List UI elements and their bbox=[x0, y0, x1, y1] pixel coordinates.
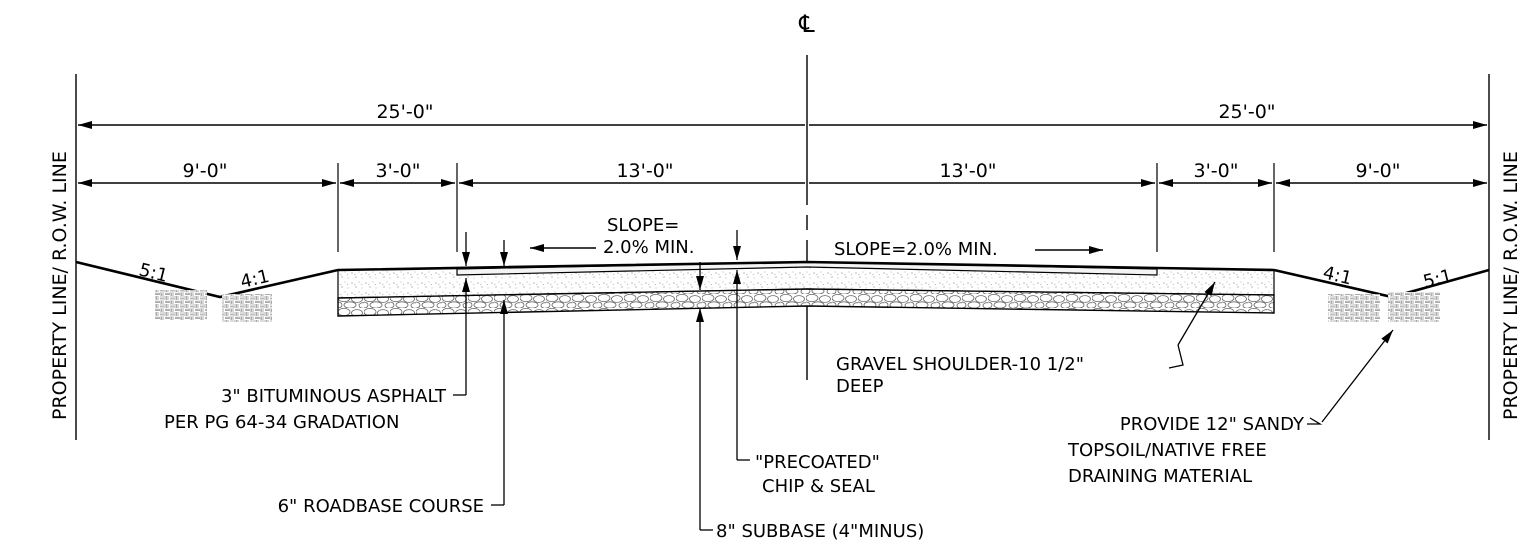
right-ditch-soil-hatch bbox=[1328, 292, 1440, 322]
dimension-total-right: 25'-0" bbox=[1218, 101, 1275, 123]
callout-topsoil-line3: DRAINING MATERIAL bbox=[1068, 466, 1252, 487]
left-ditch-soil-hatch bbox=[155, 290, 272, 322]
slope-label-right: SLOPE=2.0% MIN. bbox=[834, 239, 998, 260]
callout-chip-line2: CHIP & SEAL bbox=[762, 476, 875, 497]
slope-ratio-left-inner: 4:1 bbox=[238, 266, 271, 293]
callout-asphalt-line2: PER PG 64-34 GRADATION bbox=[164, 412, 399, 433]
right-ditch-profile bbox=[1273, 268, 1490, 299]
subbase-layer bbox=[337, 288, 1275, 317]
callout-chip-line1: "PRECOATED" bbox=[755, 452, 880, 473]
slope-label-left-line1: SLOPE= bbox=[607, 215, 679, 236]
left-property-line-label: PROPERTY LINE/ R.O.W. LINE bbox=[49, 151, 71, 420]
callout-roadbase: 6" ROADBASE COURSE bbox=[278, 496, 484, 517]
dimension-ditch-left: 9'-0" bbox=[183, 160, 228, 182]
slope-ratio-right-outer: 5:1 bbox=[1421, 265, 1454, 292]
callout-asphalt-line1: 3" BITUMINOUS ASPHALT bbox=[221, 386, 447, 407]
dimension-total-left: 25'-0" bbox=[376, 101, 433, 123]
dimension-shoulder-left: 3'-0" bbox=[376, 160, 421, 182]
dimension-shoulder-right: 3'-0" bbox=[1194, 160, 1239, 182]
dimension-lane-right: 13'-0" bbox=[939, 160, 996, 182]
slope-ratio-left-outer: 5:1 bbox=[137, 259, 170, 286]
callout-gravel-line1: GRAVEL SHOULDER-10 1/2" bbox=[836, 354, 1084, 375]
dimension-extension-lines bbox=[337, 163, 1275, 252]
dimension-ditch-right: 9'-0" bbox=[1356, 160, 1401, 182]
slope-label-left-line2: 2.0% MIN. bbox=[603, 237, 694, 258]
callout-topsoil-line1: PROVIDE 12" SANDY bbox=[1120, 414, 1305, 435]
slope-ratio-right-inner: 4:1 bbox=[1321, 262, 1354, 289]
right-property-line-label: PROPERTY LINE/ R.O.W. LINE bbox=[1500, 151, 1522, 420]
callout-gravel-line2: DEEP bbox=[836, 376, 884, 397]
callout-topsoil-line2: TOPSOIL/NATIVE FREE bbox=[1067, 440, 1267, 461]
dimension-lane-left: 13'-0" bbox=[616, 160, 673, 182]
centerline-symbol: ℄ bbox=[798, 10, 815, 38]
finished-grade-line bbox=[337, 260, 1275, 272]
callout-subbase: 8" SUBBASE (4"MINUS) bbox=[716, 521, 924, 542]
callout-leaders bbox=[453, 281, 1394, 531]
thickness-arrows bbox=[462, 230, 741, 530]
left-ditch-profile bbox=[75, 260, 339, 299]
